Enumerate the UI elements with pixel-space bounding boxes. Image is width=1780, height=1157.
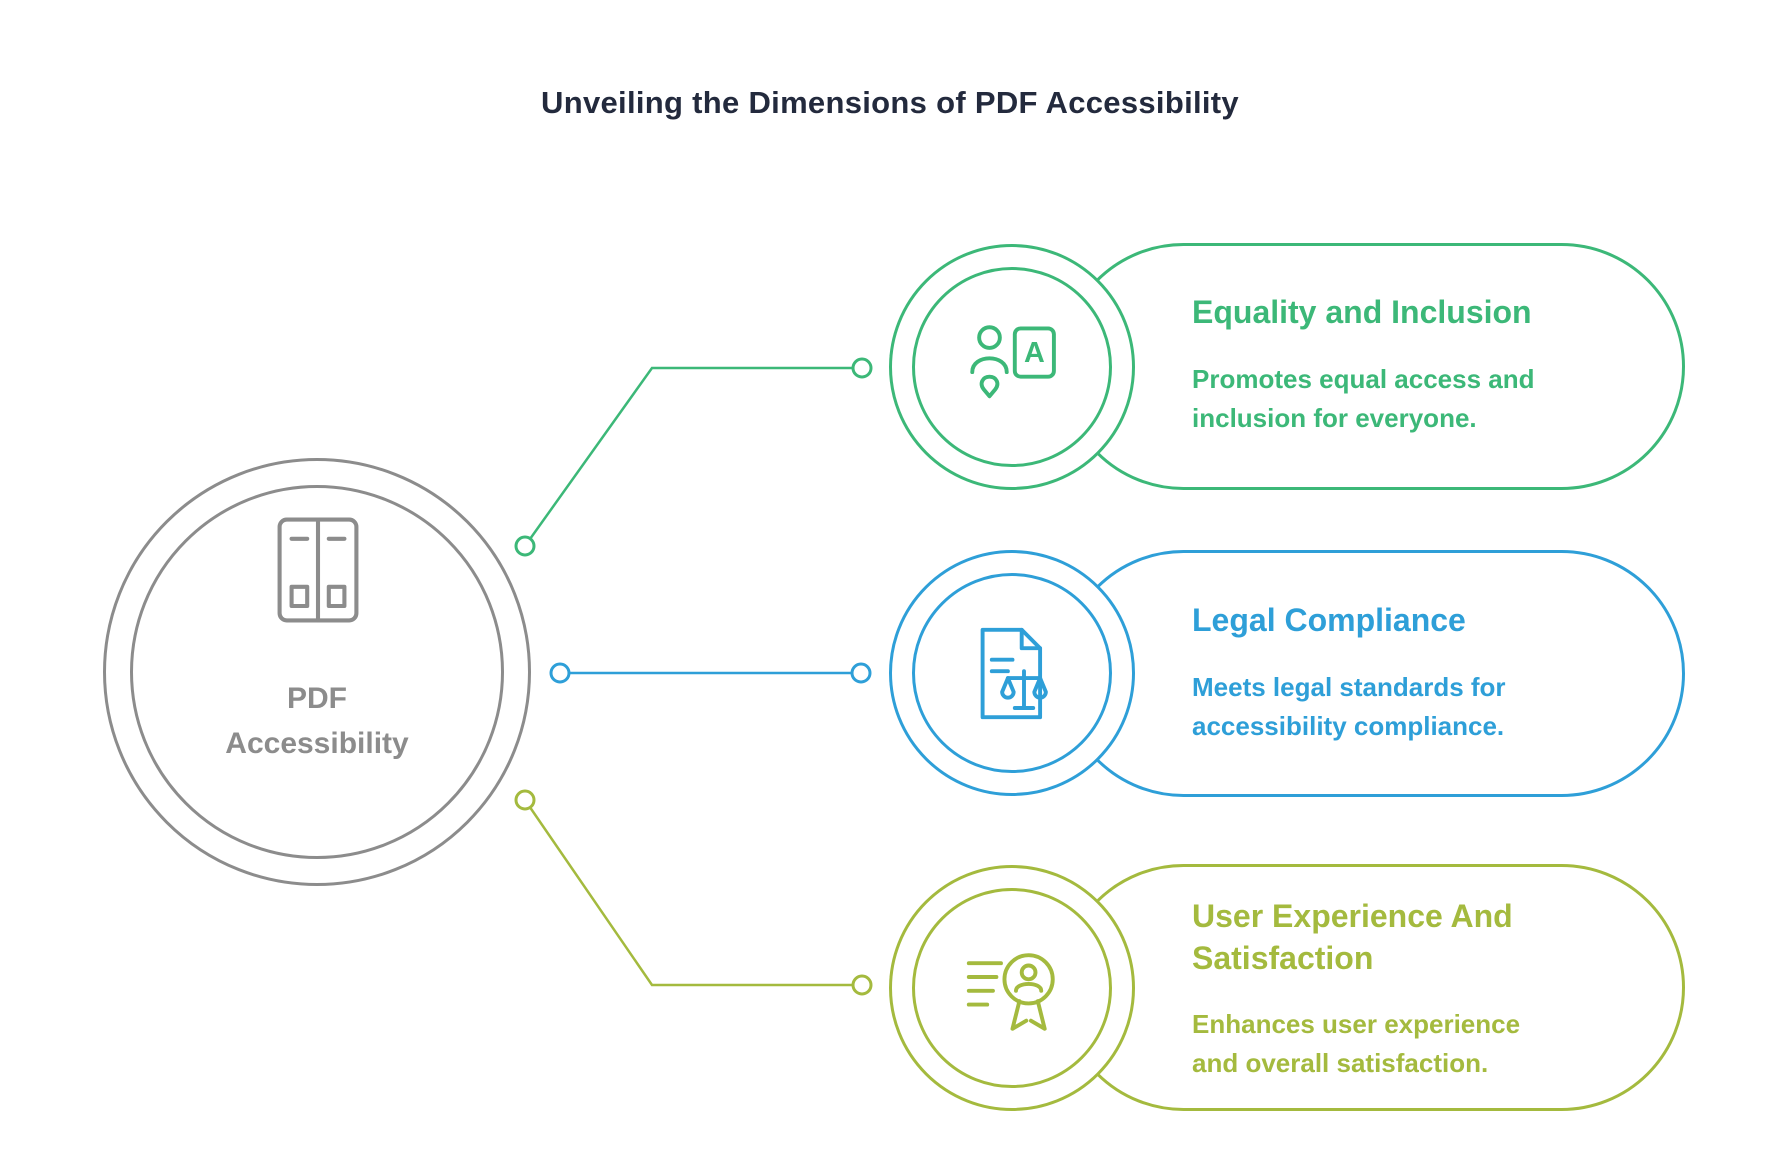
svg-text:A: A (1023, 336, 1044, 368)
badge-legal-compliance (889, 550, 1135, 796)
connector-node-experience-end (851, 974, 873, 996)
badge-inner-ring (912, 888, 1112, 1088)
diagram-title: Unveiling the Dimensions of PDF Accessib… (541, 85, 1239, 120)
badge-equality-inclusion: A (889, 244, 1135, 490)
card-desc-experience: Enhances user experience and overall sat… (1192, 1009, 1521, 1079)
card-text-equality: Equality and Inclusion Promotes equal ac… (1192, 292, 1632, 438)
connector-node-equality-start (514, 535, 536, 557)
connector-node-experience-start (514, 789, 536, 811)
connector-node-legal-end (850, 662, 872, 684)
card-title-legal: Legal Compliance (1192, 602, 1466, 638)
connector-node-equality-end (851, 357, 873, 379)
hub-label-line2: Accessibility (225, 727, 409, 760)
card-desc-legal: Meets legal standards for accessibility … (1192, 671, 1506, 741)
card-text-experience: User Experience And Satisfaction Enhance… (1192, 896, 1632, 1083)
hub-inner-ring (130, 485, 504, 859)
hub-label-line1: PDF (287, 682, 347, 715)
badge-inner-ring: A (912, 267, 1112, 467)
hub-outer-ring (103, 458, 531, 886)
card-title-experience: User Experience And Satisfaction (1192, 898, 1513, 976)
user-experience-award-icon (966, 952, 1055, 1031)
pdf-document-icon (277, 517, 359, 623)
card-title-equality: Equality and Inclusion (1192, 294, 1532, 330)
equality-inclusion-icon: A (969, 324, 1056, 398)
hub-label: PDF Accessibility (117, 676, 517, 766)
badge-inner-ring (912, 573, 1112, 773)
connector-equality (523, 366, 853, 547)
legal-compliance-icon (980, 627, 1048, 719)
card-text-legal: Legal Compliance Meets legal standards f… (1192, 600, 1632, 746)
badge-user-experience (889, 865, 1135, 1111)
connector-experience (523, 799, 853, 987)
connector-node-legal-start (549, 662, 571, 684)
card-desc-equality: Promotes equal access and inclusion for … (1192, 363, 1535, 433)
